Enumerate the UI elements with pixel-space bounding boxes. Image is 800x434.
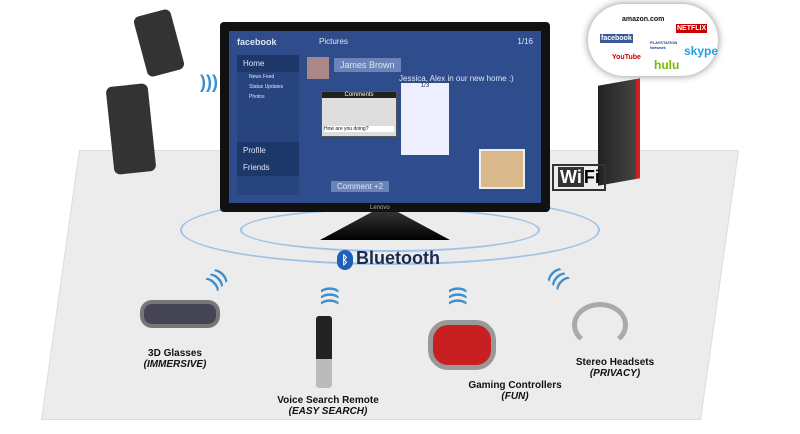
wireless-signal-icon: ))) — [318, 286, 339, 305]
tv-sidebar: Home News Feed Status Updates Photos Pro… — [237, 55, 299, 195]
comments-dialog: Comments How are you doing? — [321, 91, 397, 137]
hulu-logo: hulu — [654, 58, 680, 72]
remote-device — [132, 8, 186, 78]
amazon-logo: amazon.com — [622, 16, 665, 23]
post-text: Jessica, Alex in our new home :) — [399, 74, 514, 83]
wireless-signal-icon: ))) — [446, 286, 467, 305]
nav-status-updates[interactable]: Status Updates — [249, 84, 284, 90]
facebook-logo: facebook — [600, 34, 633, 43]
label-gaming-controllers: Gaming Controllers(FUN) — [468, 380, 562, 402]
page-counter: 1/16 — [517, 37, 533, 46]
wireless-signal-icon: ))) — [200, 72, 218, 92]
netflix-logo: NETFLIX — [676, 24, 708, 33]
bluetooth-icon: ᛒ — [337, 250, 353, 270]
nav-friends[interactable]: Friends — [237, 159, 299, 176]
smartphone-remote — [105, 83, 157, 175]
keypad[interactable]: 1/3 — [401, 83, 449, 155]
comment-count: +2 — [373, 182, 384, 191]
stereo-headset-image — [572, 302, 628, 348]
smart-tv: facebook Pictures 1/16 Home News Feed St… — [220, 22, 550, 212]
nav-news-feed[interactable]: News Feed — [249, 74, 275, 80]
app-name: facebook — [237, 37, 277, 47]
comment-input[interactable]: How are you doing? — [324, 126, 394, 132]
nav-photos[interactable]: Photos — [249, 94, 265, 100]
dialog-title: Comments — [322, 92, 396, 98]
voice-remote-image — [316, 316, 332, 388]
keypad-page: 1/3 — [420, 83, 430, 89]
friend-name: James Brown — [334, 58, 401, 72]
video-call-thumbnail — [479, 149, 525, 189]
nav-home[interactable]: Home — [237, 55, 299, 72]
cloud-services: amazon.com facebook NETFLIX YouTube PLAY… — [588, 4, 718, 76]
tv-screen: facebook Pictures 1/16 Home News Feed St… — [229, 31, 541, 203]
gaming-controller-image — [428, 320, 496, 370]
playstation-logo: PLAYSTATION Network — [650, 40, 678, 50]
skype-logo: skype — [684, 44, 719, 58]
label-3d-glasses: 3D Glasses(IMMERSIVE) — [143, 348, 207, 370]
youtube-logo: YouTube — [612, 54, 641, 61]
3d-glasses-image — [140, 300, 220, 328]
avatar — [307, 57, 329, 79]
tv-brand: Lenovo — [370, 205, 390, 211]
comment-button[interactable]: Comment +2 — [331, 181, 390, 192]
label-voice-search-remote: Voice Search Remote(EASY SEARCH) — [277, 395, 379, 417]
nav-profile[interactable]: Profile — [237, 142, 299, 159]
section-title: Pictures — [319, 37, 348, 46]
label-stereo-headsets: Stereo Headsets(PRIVACY) — [575, 357, 655, 379]
